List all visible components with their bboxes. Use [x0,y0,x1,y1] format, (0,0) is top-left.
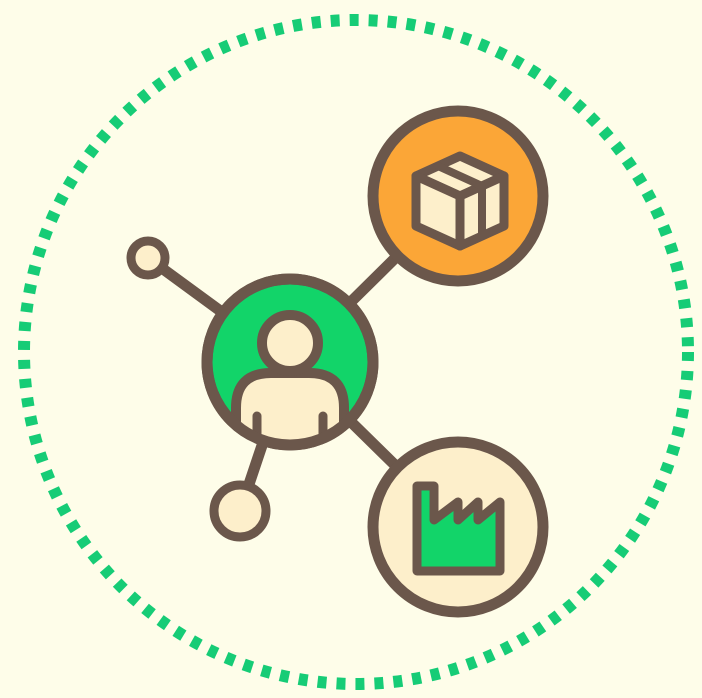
user-icon [231,368,349,440]
user-node [201,273,379,451]
medium-node [209,480,271,542]
user-head [257,310,323,376]
user-body [231,368,349,440]
user-node-rim [201,273,379,451]
box-tape-top [434,162,486,190]
factory-node [367,436,549,618]
package-box-icon [411,151,509,251]
factory-icon [412,481,505,576]
package-node [367,105,549,287]
small-node [126,236,170,280]
dotted-ring [18,14,694,690]
